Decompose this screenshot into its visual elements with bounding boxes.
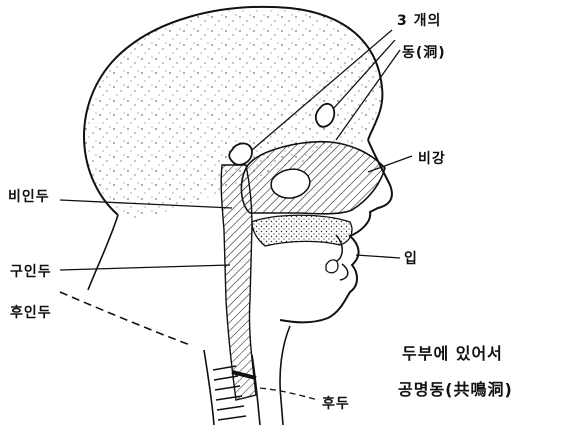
palate-tongue (252, 215, 352, 246)
label-mouth: 입 (404, 248, 418, 268)
label-larynx: 후두 (322, 393, 350, 413)
label-laryngopharynx: 후인두 (10, 302, 52, 322)
label-oropharynx: 구인두 (10, 261, 52, 281)
label-nasopharynx: 비인두 (8, 186, 50, 206)
caption-line1: 두부에 있어서 (402, 340, 503, 364)
neck-back-dashed (60, 292, 190, 345)
neck-front (280, 326, 290, 425)
caption-line2: 공명동(共鳴洞) (398, 376, 513, 400)
neck-back (88, 215, 118, 290)
label-nasal-cavity: 비강 (418, 148, 446, 168)
pharynx-column (221, 165, 256, 400)
label-sinuses-line1: 3 개의 (397, 10, 441, 30)
mouth-opening (326, 260, 338, 273)
label-sinuses-line2: 동(洞) (402, 42, 446, 62)
trachea-left-wall (204, 350, 214, 425)
